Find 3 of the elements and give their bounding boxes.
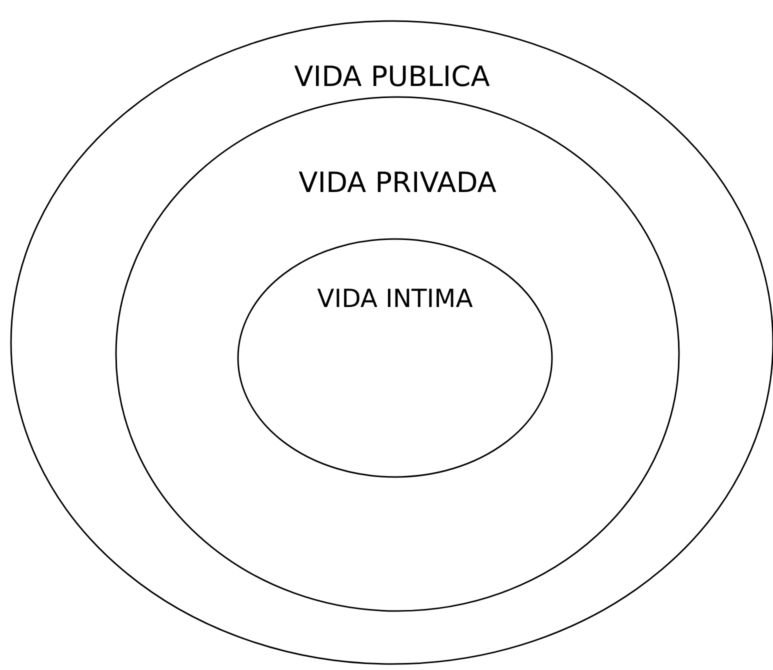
circle-label: VIDA PRIVADA [298,166,496,199]
circle-label: VIDA INTIMA [317,284,473,313]
circle-label: VIDA PUBLICA [294,60,490,93]
